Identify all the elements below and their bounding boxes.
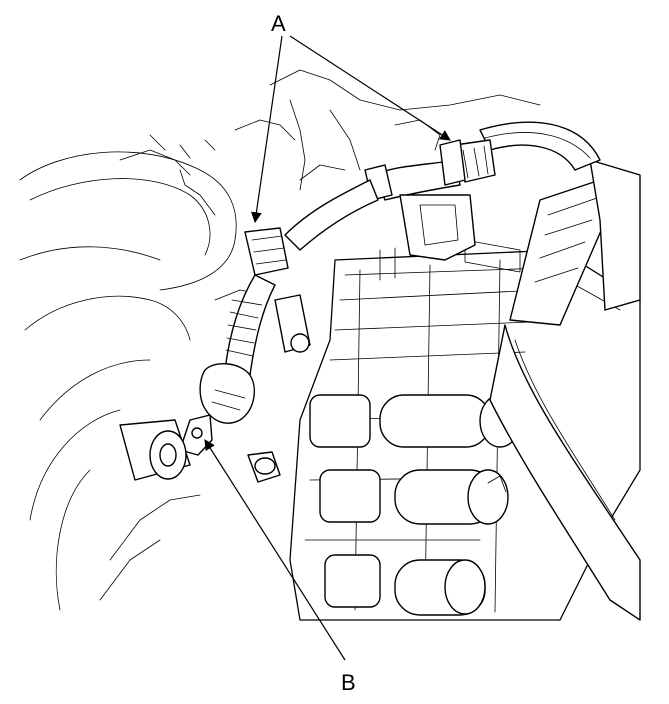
- solenoids: [309, 394, 521, 616]
- leader-b: [204, 439, 346, 661]
- right-harness: [479, 121, 641, 621]
- leader-a-right: [289, 35, 451, 141]
- upper-harness: [274, 139, 496, 353]
- callout-label-a: A: [271, 11, 286, 36]
- left-harness: [199, 179, 379, 424]
- ground-terminal: [119, 414, 281, 483]
- callout-leaders: [204, 35, 451, 661]
- callout-label-b: B: [341, 670, 356, 695]
- leader-a-left: [251, 35, 283, 224]
